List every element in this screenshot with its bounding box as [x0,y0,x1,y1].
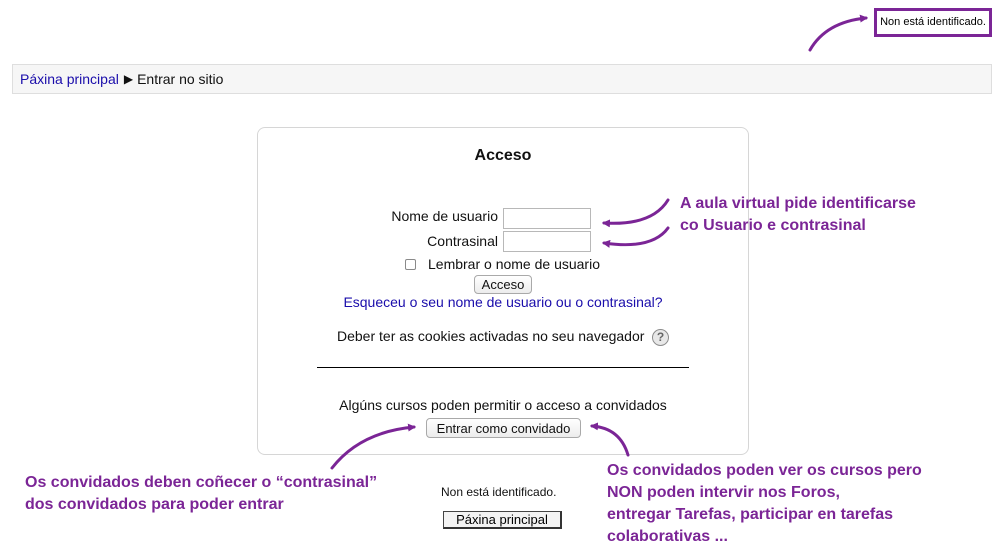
arrow-to-username [602,198,670,228]
annotation-guest-access: Os convidados poden ver os cursos pero N… [607,460,922,548]
breadcrumb-home-link[interactable]: Páxina principal [20,71,119,87]
remember-username-checkbox[interactable] [405,259,416,270]
home-button[interactable]: Páxina principal [443,511,562,529]
login-submit-button[interactable]: Acceso [474,275,532,294]
password-input[interactable] [503,231,591,252]
password-label: Contrasinal [427,233,498,249]
annotation-guest-access-line: Os convidados poden ver os cursos pero [607,462,922,479]
annotation-guest-password-line: Os convidados deben coñecer o “contrasin… [25,474,378,491]
arrow-to-guest-button-right [590,422,630,457]
arrow-to-password [602,226,670,248]
username-label: Nome de usuario [391,208,498,224]
login-status-header: Non está identificado. [874,8,992,37]
username-input[interactable] [503,208,591,229]
annotation-credentials: A aula virtual pide identificarse co Usu… [680,193,916,237]
breadcrumb-separator-icon: ▶ [123,72,134,86]
cookies-notice: Deber ter as cookies activadas no seu na… [337,328,645,344]
remember-username-label: Lembrar o nome de usuario [428,256,600,272]
annotation-credentials-line: A aula virtual pide identificarse [680,195,916,212]
breadcrumb: Páxina principal ▶ Entrar no sitio [12,64,992,94]
annotation-guest-password: Os convidados deben coñecer o “contrasin… [25,472,377,516]
login-status-footer: Non está identificado. [441,485,557,499]
guest-login-button[interactable]: Entrar como convidado [426,418,581,438]
annotation-guest-access-line: entregar Tarefas, participar en tarefas [607,506,894,523]
breadcrumb-current: Entrar no sitio [137,71,224,87]
arrow-to-guest-button-left [330,423,416,470]
annotation-guest-password-line: dos convidados para poder entrar [25,496,284,513]
annotation-guest-access-line: colaborativas ... [607,528,728,545]
divider [317,367,689,368]
forgot-password-link[interactable]: Esqueceu o seu nome de usuario ou o cont… [343,294,663,310]
annotation-credentials-line: co Usuario e contrasinal [680,217,866,234]
help-icon[interactable]: ? [652,329,669,346]
arrow-to-header-login [808,14,868,52]
guest-notice: Algúns cursos poden permitir o acceso a … [339,397,667,413]
login-title: Acceso [474,147,532,164]
annotation-guest-access-line: NON poden intervir nos Foros, [607,484,840,501]
